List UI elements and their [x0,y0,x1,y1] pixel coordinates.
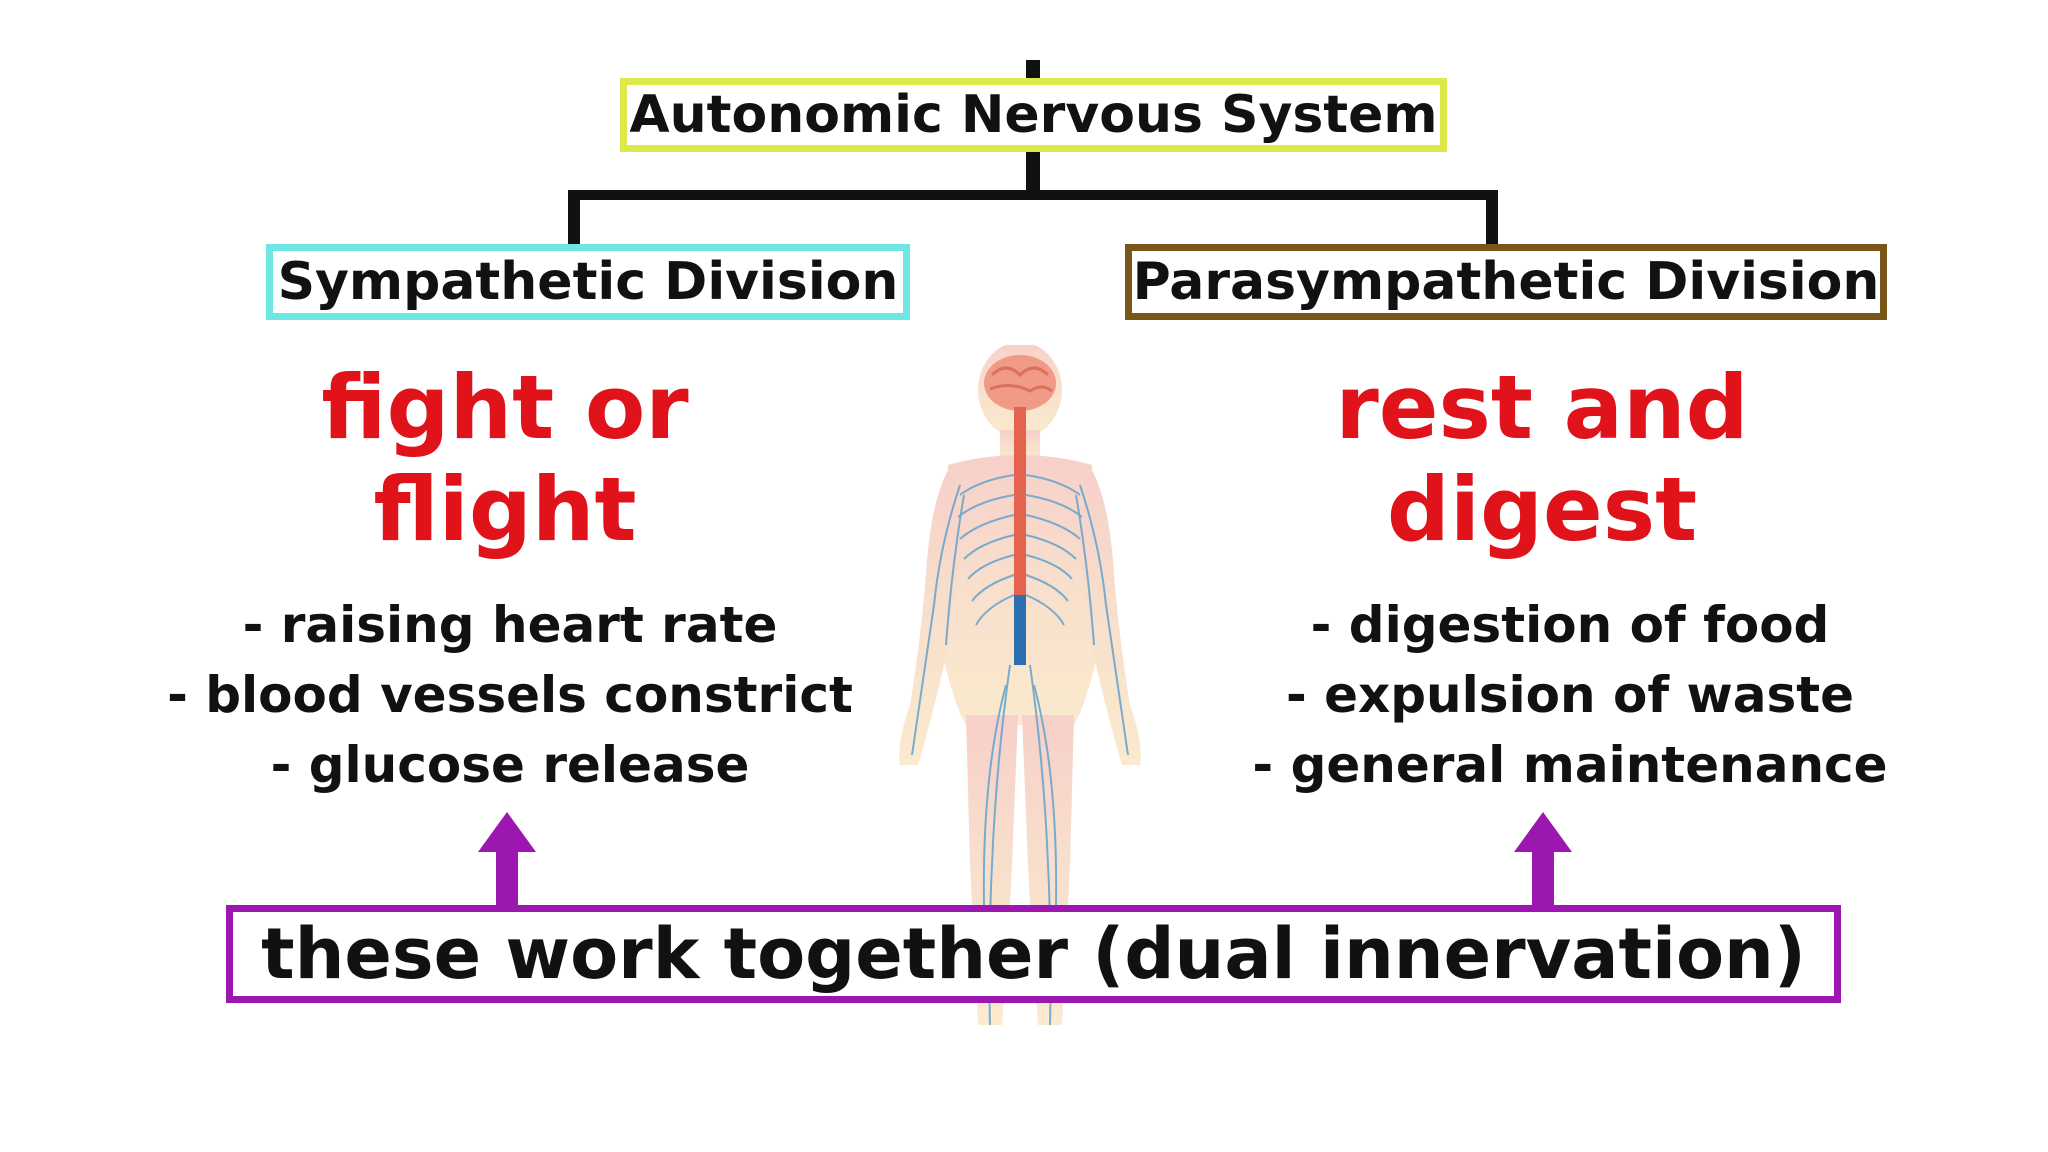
root-node-label: Autonomic Nervous System [629,85,1438,145]
sympathetic-division-label: Sympathetic Division [277,252,899,312]
connector-root-down [1026,150,1040,194]
parasympathetic-tagline-line2: digest [1386,458,1698,561]
up-arrow-icon-left [478,812,536,908]
summary-box-dual-innervation: these work together (dual innervation) [226,905,1841,1003]
sympathetic-effect-item: - glucose release [270,736,750,794]
parasympathetic-effect-item: - general maintenance [1252,736,1888,794]
sympathetic-effects-list: - raising heart rate - blood vessels con… [130,590,890,800]
connector-left-down [568,190,580,246]
sympathetic-tagline-line1: fight or [321,356,689,459]
connector-right-down [1486,190,1498,246]
parasympathetic-division-label: Parasympathetic Division [1132,252,1880,312]
sympathetic-tagline-line2: flight [373,458,637,561]
parasympathetic-tagline: rest and digest [1242,357,1842,561]
parasympathetic-tagline-line1: rest and [1335,356,1749,459]
sympathetic-division-node: Sympathetic Division [266,244,910,320]
parasympathetic-effect-item: - digestion of food [1310,596,1830,654]
sympathetic-effect-item: - raising heart rate [242,596,778,654]
summary-label: these work together (dual innervation) [261,913,1806,995]
parasympathetic-effect-item: - expulsion of waste [1285,666,1855,724]
connector-top-stub [1026,60,1040,82]
root-node-autonomic-nervous-system: Autonomic Nervous System [620,78,1447,152]
up-arrow-icon-right [1514,812,1572,908]
parasympathetic-effects-list: - digestion of food - expulsion of waste… [1190,590,1950,800]
sympathetic-effect-item: - blood vessels constrict [167,666,853,724]
sympathetic-tagline: fight or flight [205,357,805,561]
parasympathetic-division-node: Parasympathetic Division [1125,244,1887,320]
connector-horizontal [568,190,1498,200]
